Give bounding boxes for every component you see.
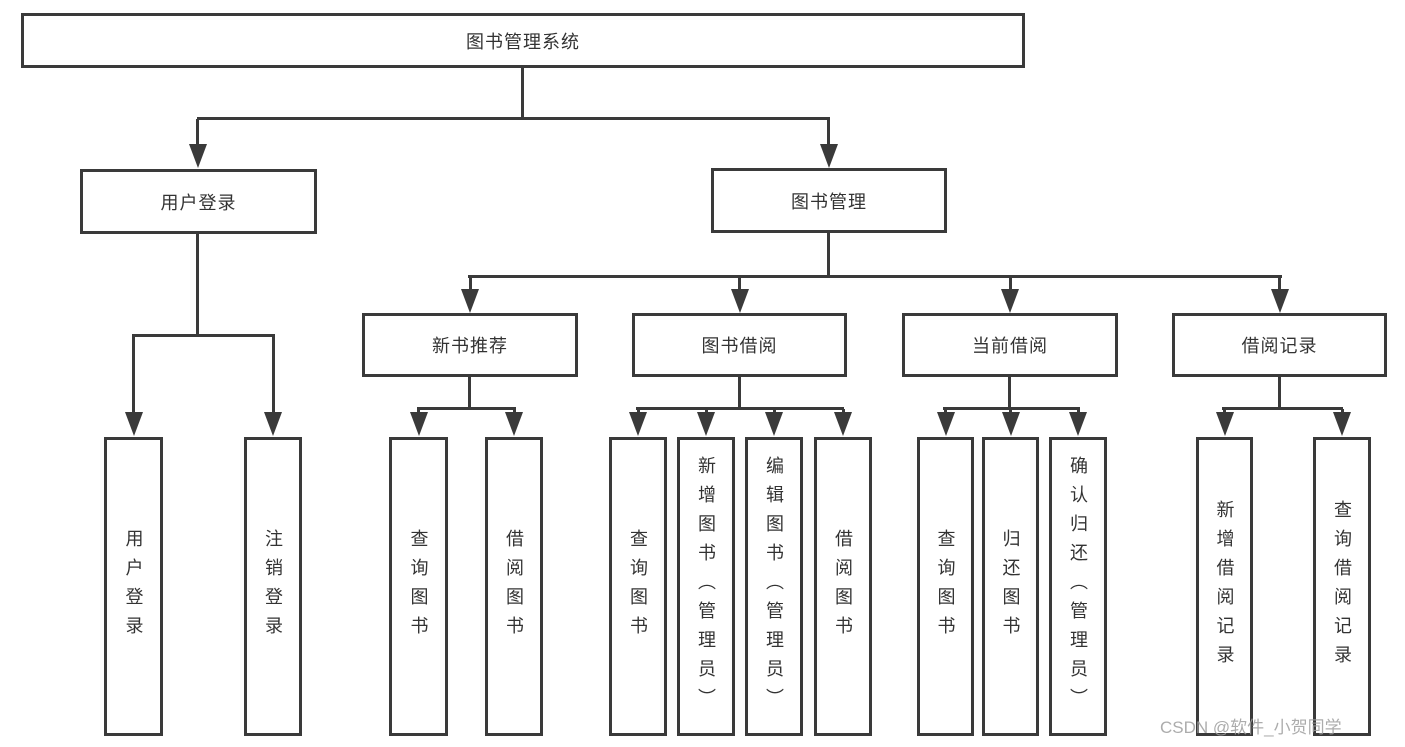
connector-to-node [738,277,741,290]
arrowhead-down [697,412,715,436]
arrowhead-down [937,412,955,436]
connector-stub [1008,377,1011,409]
leaf-logout: 注销登录 [244,437,302,736]
connector-to-user-login [196,119,199,145]
leaf-query-books-recommend-label: 查询图书 [408,528,429,645]
leaf-query-books-borrowing-label: 查询图书 [628,528,648,645]
node-new-book-recommend-label: 新书推荐 [432,336,508,356]
leaf-query-books-recommend: 查询图书 [389,437,448,736]
arrowhead-down [505,412,523,436]
leaf-add-borrow-record: 新增借阅记录 [1196,437,1253,736]
arrowhead-down [125,412,143,436]
leaf-edit-books-admin: 编辑图书（管理员） [745,437,803,736]
arrowhead-down [765,412,783,436]
connector-to-leaf [132,336,135,413]
leaf-query-books-current: 查询图书 [917,437,974,736]
connector-book-management-stub [827,233,830,277]
arrowhead-down [629,412,647,436]
arrowhead-down [1069,412,1087,436]
connector-user-login-stub [196,234,199,335]
arrowhead-down [731,289,749,313]
leaf-user-login: 用户登录 [104,437,163,736]
connector-to-leaf [1341,409,1344,414]
node-book-management-label: 图书管理 [791,191,867,212]
leaf-borrow-books: 借阅图书 [814,437,872,736]
connector-root-bar [197,117,830,120]
connector-group-bar [1222,407,1343,410]
leaf-return-books-label: 归还图书 [1000,528,1021,645]
leaf-logout-label: 注销登录 [263,528,283,645]
connector-to-leaf [513,409,516,414]
connector-to-leaf [637,409,640,414]
leaf-add-books-admin: 新增图书（管理员） [677,437,735,736]
leaf-query-books-current-label: 查询图书 [935,528,956,645]
connector-group-bar [943,407,1080,410]
node-borrow-records: 借阅记录 [1172,313,1387,377]
connector-stub [738,377,741,409]
leaf-query-borrow-record: 查询借阅记录 [1313,437,1371,736]
arrowhead-down [410,412,428,436]
node-book-management: 图书管理 [711,168,947,233]
arrowhead-down [1333,412,1351,436]
connector-to-leaf [1223,409,1226,414]
arrowhead-down [1271,289,1289,313]
connector-stub [1278,377,1281,409]
connector-to-leaf [705,409,708,414]
connector-to-leaf [1009,409,1012,414]
arrowhead-down [189,144,207,168]
leaf-confirm-return-admin-label: 确认归还（管理员） [1068,456,1088,717]
leaf-add-borrow-record-label: 新增借阅记录 [1214,499,1235,674]
leaf-return-books: 归还图书 [982,437,1039,736]
connector-to-leaf [1077,409,1080,414]
node-user-login: 用户登录 [80,169,317,234]
connector-to-leaf [944,409,947,414]
arrowhead-down [1002,412,1020,436]
leaf-user-login-label: 用户登录 [123,528,144,645]
node-current-borrowing: 当前借阅 [902,313,1118,377]
node-book-borrowing-label: 图书借阅 [701,336,778,356]
connector-group-bar [417,407,516,410]
arrowhead-down [834,412,852,436]
node-root: 图书管理系统 [21,13,1025,68]
node-borrow-records-label: 借阅记录 [1241,336,1318,356]
leaf-borrow-books-recommend: 借阅图书 [485,437,543,736]
connector-user-login-bar [132,334,275,337]
connector-stub [468,377,471,409]
connector-book-management-bar [468,275,1282,278]
node-root-label: 图书管理系统 [466,31,580,52]
leaf-borrow-books-recommend-label: 借阅图书 [504,528,524,645]
leaf-edit-books-admin-label: 编辑图书（管理员） [764,456,784,717]
node-book-borrowing: 图书借阅 [632,313,847,377]
connector-to-leaf [272,336,275,413]
connector-to-node [1009,277,1012,290]
leaf-query-books-borrowing: 查询图书 [609,437,667,736]
leaf-borrow-books-label: 借阅图书 [833,528,853,645]
leaf-query-borrow-record-label: 查询借阅记录 [1332,499,1352,674]
leaf-add-books-admin-label: 新增图书（管理员） [696,456,716,717]
connector-to-leaf [842,409,845,414]
arrowhead-down [264,412,282,436]
connector-to-book-management [827,119,830,145]
arrowhead-down [820,144,838,168]
leaf-confirm-return-admin: 确认归还（管理员） [1049,437,1107,736]
connector-to-node [469,277,472,290]
arrowhead-down [1001,289,1019,313]
node-new-book-recommend: 新书推荐 [362,313,578,377]
connector-to-node [1278,277,1281,290]
watermark: CSDN @软件_小贺同学 [1160,718,1342,737]
connector-root-stub [521,68,524,118]
connector-to-leaf [417,409,420,414]
node-user-login-label: 用户登录 [160,192,237,213]
arrowhead-down [1216,412,1234,436]
arrowhead-down [461,289,479,313]
connector-to-leaf [773,409,776,414]
connector-group-bar [636,407,844,410]
node-current-borrowing-label: 当前借阅 [972,336,1048,356]
